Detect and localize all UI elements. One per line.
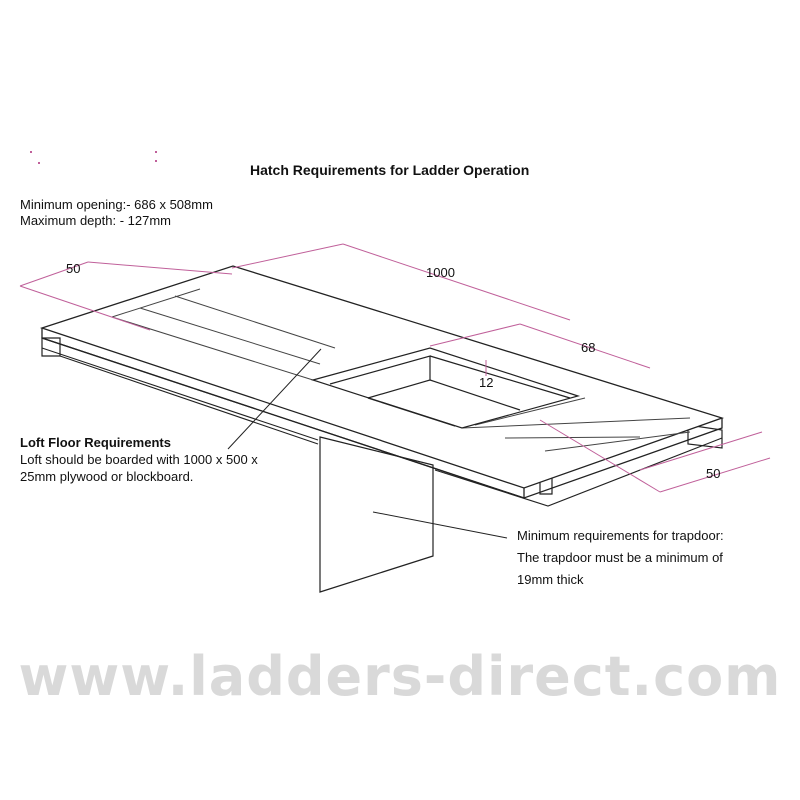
trapdoor-text-line2: The trapdoor must be a minimum of: [517, 550, 723, 565]
trapdoor-text-line1: Minimum requirements for trapdoor:: [517, 528, 724, 543]
dimension-label-left-width: 50: [66, 261, 81, 276]
diagram-title: Hatch Requirements for Ladder Operation: [250, 162, 530, 178]
loft-floor-text-line1: Loft should be boarded with 1000 x 500 x: [20, 452, 258, 467]
hatch-opening: [310, 347, 581, 429]
board-panels: [111, 288, 691, 452]
loft-floor-text-line2: 25mm plywood or blockboard.: [20, 469, 194, 484]
leader-lines: [227, 348, 508, 539]
trapdoor-panel: [319, 436, 434, 593]
board-underside: [41, 347, 723, 507]
dimension-lines: [19, 243, 771, 493]
min-opening-text: Minimum opening:- 686 x 508mm: [20, 197, 213, 212]
dimension-label-length: 1000: [426, 265, 455, 280]
dimension-label-right-width: 50: [706, 466, 721, 481]
watermark: www.ladders-direct.com: [18, 645, 782, 708]
dimension-label-depth: 12: [479, 375, 494, 390]
stray-marks: [30, 151, 157, 164]
trapdoor-text-line3: 19mm thick: [517, 572, 584, 587]
dimension-label-offset: 68: [581, 340, 596, 355]
loft-floor-heading: Loft Floor Requirements: [20, 435, 171, 450]
max-depth-text: Maximum depth: - 127mm: [20, 213, 171, 228]
